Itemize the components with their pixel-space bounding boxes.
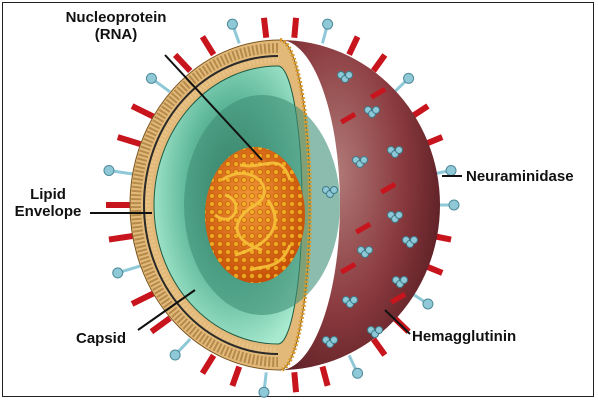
lipid-envelope-label: Lipid Envelope [8,186,88,220]
hemagglutinin-spike [109,236,134,240]
hemagglutinin-spike [412,106,428,117]
hemagglutinin-spike [322,367,327,386]
neuraminidase-head [146,73,156,83]
neuraminidase-label: Neuraminidase [466,168,574,185]
neuraminidase-head [259,387,269,397]
surface-protein-cluster [331,337,338,344]
hemagglutinin-spike [132,293,153,304]
hemagglutinin-spike [151,318,170,331]
hemagglutinin-spike [373,55,384,71]
surface-protein-cluster [331,187,338,194]
neuraminidase-head [323,19,333,29]
neuraminidase-head [227,19,237,29]
surface-protein-cluster [351,297,358,304]
neuraminidase-head [446,165,456,175]
hemagglutinin-spike [132,106,153,117]
hemagglutinin-spike [349,37,357,55]
surface-protein-cluster [396,212,403,219]
surface-protein-cluster [361,157,368,164]
hemagglutinin-spike [232,367,239,386]
surface-protein-cluster [396,147,403,154]
surface-protein-cluster [346,72,353,79]
neuraminidase-head [449,200,459,210]
hemagglutinin-spike [373,339,384,355]
neuraminidase-head [104,165,114,175]
capsid-label: Capsid [76,330,126,347]
hemagglutinin-spike [294,18,296,38]
neuraminidase-head [423,299,433,309]
neuraminidase-head [170,350,180,360]
nucleoprotein-label-line2: (RNA) [56,26,176,43]
hemagglutinin-spike [264,18,266,38]
surface-protein-cluster [366,247,373,254]
surface-protein-cluster [376,327,383,334]
surface-protein-cluster [411,237,418,244]
neuraminidase-head [113,268,123,278]
lipid-label-line2: Envelope [8,203,88,220]
surface-protein-cluster [401,277,408,284]
hemagglutinin-spike [294,372,296,392]
nucleoprotein-label-line1: Nucleoprotein [56,9,176,26]
hemagglutinin-spike [202,355,213,373]
nucleoprotein-label: Nucleoprotein (RNA) [56,9,176,43]
hemagglutinin-spike [202,37,213,55]
neuraminidase-head [404,73,414,83]
lipid-label-line1: Lipid [8,186,88,203]
hemagglutinin-spike [118,137,141,144]
hemagglutinin-label: Hemagglutinin [412,328,516,345]
surface-protein-cluster [373,107,380,114]
neuraminidase-head [353,368,363,378]
